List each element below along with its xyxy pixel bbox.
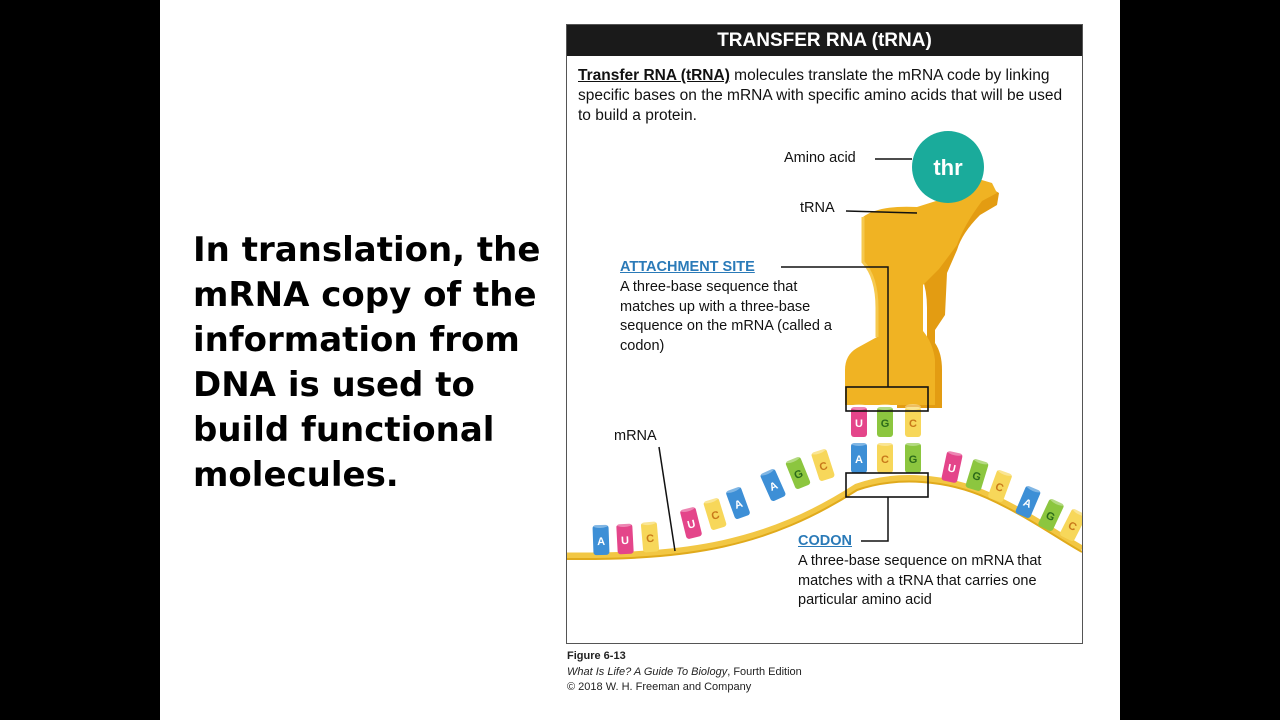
mrna-base-9: A bbox=[851, 440, 867, 473]
mrna-base-letter: A bbox=[597, 536, 605, 548]
book-reference: What Is Life? A Guide To Biology, Fourth… bbox=[567, 665, 802, 681]
codon-bracket bbox=[845, 472, 929, 498]
mrna-base-letter: C bbox=[994, 481, 1006, 495]
mrna-base-5: A bbox=[725, 484, 750, 519]
mrna-base-8: C bbox=[810, 446, 835, 481]
mrna-base-11: G bbox=[905, 440, 921, 473]
amino-acid-ball bbox=[912, 131, 984, 203]
mrna-label: mRNA bbox=[614, 428, 657, 444]
mrna-base-letter: U bbox=[686, 518, 697, 532]
copyright: © 2018 W. H. Freeman and Company bbox=[567, 681, 752, 693]
slide-main-text: In translation, the mRNA copy of the inf… bbox=[193, 230, 541, 495]
amino-acid-label: Amino acid bbox=[784, 150, 856, 166]
figure-intro: Transfer RNA (tRNA) molecules translate … bbox=[578, 66, 1068, 126]
slide: In translation, the mRNA copy of the inf… bbox=[160, 0, 1120, 720]
mrna-base-3: U bbox=[679, 504, 702, 539]
anticodon-base-0: U bbox=[851, 404, 867, 437]
amino-acid-name: thr bbox=[933, 155, 963, 180]
mrna-base-letter: C bbox=[646, 533, 655, 546]
mrna-base-14: C bbox=[988, 467, 1013, 502]
mrna-base-15: A bbox=[1015, 484, 1042, 518]
figure-caption: Figure 6-13 What Is Life? A Guide To Bio… bbox=[567, 649, 802, 696]
trna-molecule bbox=[845, 178, 999, 408]
mrna-base-letter: C bbox=[710, 509, 721, 523]
trna-leader bbox=[845, 210, 918, 214]
mrna-base-16: G bbox=[1038, 497, 1065, 531]
anticodon-base-1: G bbox=[877, 404, 893, 437]
anticodon-base-letter: U bbox=[855, 418, 863, 430]
mrna-base-letter: A bbox=[733, 498, 745, 512]
mrna-base-letter: G bbox=[793, 468, 805, 482]
trna-label: tRNA bbox=[800, 200, 835, 216]
mrna-base-10: C bbox=[877, 440, 893, 473]
mrna-leader bbox=[658, 446, 676, 552]
mrna-base-1: U bbox=[616, 520, 634, 555]
intro-term: Transfer RNA (tRNA) bbox=[578, 67, 730, 84]
mrna-base-letter: A bbox=[855, 454, 863, 466]
mrna-base-letter: U bbox=[946, 462, 956, 475]
mrna-base-17: C bbox=[1060, 507, 1082, 541]
mrna-base-letter: C bbox=[881, 454, 889, 466]
mrna-base-4: C bbox=[702, 495, 727, 530]
codon-description: A three-base sequence on mRNA that match… bbox=[798, 553, 1042, 608]
mrna-base-letter: C bbox=[818, 460, 829, 474]
mrna-base-12: U bbox=[941, 448, 963, 483]
mrna-base-7: G bbox=[784, 455, 811, 489]
anticodon-base-2: C bbox=[905, 404, 921, 437]
mrna-base-6: A bbox=[759, 467, 786, 501]
mrna-base-letter: G bbox=[971, 470, 983, 484]
attachment-site-description: A three-base sequence that matches up wi… bbox=[620, 279, 832, 354]
mrna-base-2: C bbox=[640, 518, 660, 553]
attachment-bracket bbox=[845, 386, 929, 412]
intro-rest: molecules translate the mRNA code by lin… bbox=[578, 67, 1063, 124]
anticodon-base-letter: G bbox=[881, 418, 890, 430]
mrna-base-letter: G bbox=[909, 454, 918, 466]
figure-number: Figure 6-13 bbox=[567, 650, 626, 662]
attachment-leader bbox=[781, 266, 889, 387]
figure-header: TRANSFER RNA (tRNA) bbox=[567, 25, 1082, 56]
book-edition: , Fourth Edition bbox=[727, 665, 802, 678]
attachment-site-title: ATTACHMENT SITE bbox=[620, 259, 755, 275]
mrna-base-13: G bbox=[965, 456, 990, 491]
codon-title: CODON bbox=[798, 533, 852, 549]
anticodon-base-letter: C bbox=[909, 418, 917, 430]
mrna-base-letter: U bbox=[621, 535, 630, 547]
codon-leader bbox=[861, 497, 889, 542]
book-title: What Is Life? A Guide To Biology bbox=[567, 665, 728, 678]
mrna-base-0: A bbox=[592, 521, 610, 556]
